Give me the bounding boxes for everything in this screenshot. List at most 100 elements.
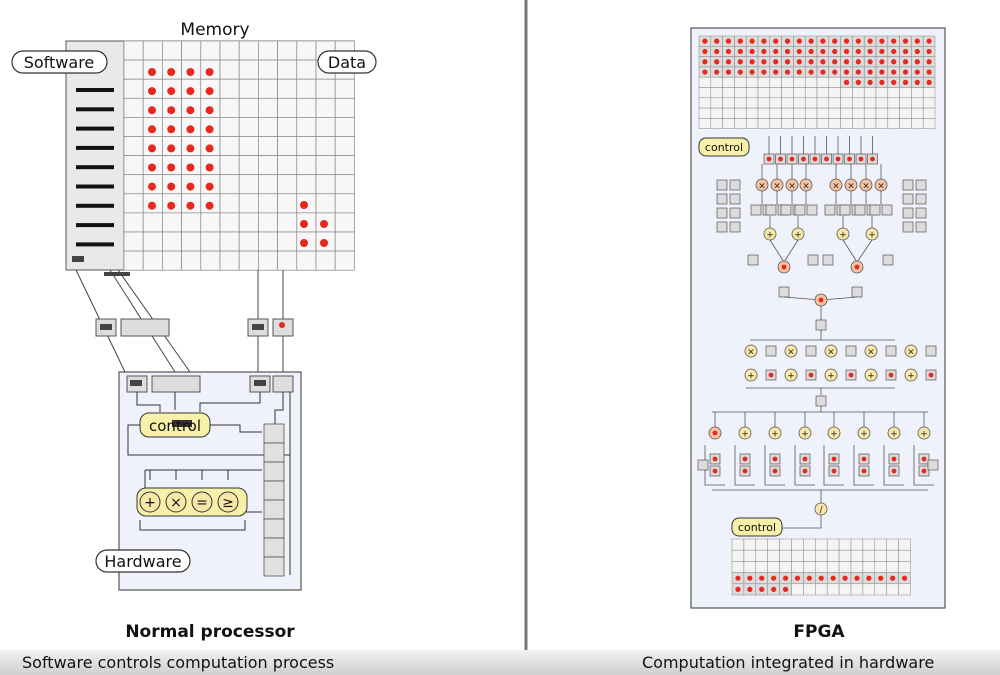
fpga-data-dot (855, 79, 861, 85)
fpga-output-cell (826, 583, 840, 596)
fpga-memory-cell (804, 97, 818, 109)
software-label: Software (24, 53, 95, 72)
memory-cell (277, 231, 298, 252)
data-dot (186, 68, 195, 76)
pipeline-operator-symbol: + (868, 231, 876, 241)
pipeline-operator-symbol: × (877, 182, 885, 192)
fpga-memory-cell (911, 87, 924, 99)
pipeline-wire (769, 239, 785, 263)
memory-cell (123, 212, 144, 233)
fpga-output-cell (838, 583, 852, 596)
pipeline-register (815, 319, 827, 331)
instruction-line (76, 242, 114, 247)
caption-bar (0, 650, 1000, 675)
fpga-memory-cell (793, 118, 806, 129)
fpga-output-cell (850, 538, 864, 551)
fpga-output-cell (886, 538, 899, 551)
pipeline-register (854, 204, 866, 216)
fpga-output-dot (747, 575, 753, 581)
alu-operator-circle (139, 491, 161, 513)
fpga-data-dot (702, 48, 708, 55)
fpga-output-cell (898, 561, 911, 573)
pipeline-dot (921, 456, 927, 462)
fpga-memory-cell (804, 118, 818, 129)
pipeline-register (915, 179, 927, 191)
fpga-memory-cell (734, 76, 747, 88)
pipeline-dot (808, 372, 814, 378)
fpga-memory-cell (828, 87, 841, 99)
instruction-line (76, 126, 114, 131)
pipeline-operator (864, 368, 878, 382)
pipeline-wire (883, 445, 904, 486)
hardware-tag: Hardware (95, 549, 191, 573)
memory-cell (296, 155, 317, 176)
fpga-data-dot (784, 48, 791, 55)
instruction-line (76, 184, 114, 189)
pipeline-operator-symbol: × (802, 182, 810, 192)
fpga-output-dot (890, 575, 896, 581)
memory-cell (296, 59, 317, 80)
pipeline-operator (904, 368, 918, 382)
pipeline-dot (835, 156, 841, 162)
pipeline-operator (824, 368, 838, 382)
fpga-control-top (698, 137, 750, 157)
fpga-output-cell (803, 549, 816, 562)
pipeline-register (915, 221, 927, 233)
pipeline-operator (824, 344, 838, 358)
memory-cell (219, 174, 240, 195)
register-cell (263, 480, 285, 501)
pipeline-dot (778, 156, 783, 162)
memory-cell (123, 59, 144, 80)
fpga-data-dot (773, 48, 779, 55)
pipeline-operator (887, 426, 901, 440)
pipeline-register (750, 204, 762, 216)
pipeline-wire (704, 445, 725, 486)
pipeline-wire (853, 445, 874, 486)
pipeline-operator-symbol: × (827, 348, 835, 358)
fpga-data-dot (737, 59, 743, 65)
memory-cell (334, 155, 355, 176)
pipeline-register (915, 193, 927, 205)
pipeline-register (729, 207, 741, 219)
pipeline-operator-symbol: × (867, 348, 875, 358)
memory-cell (277, 174, 298, 195)
pipeline-register (815, 395, 827, 407)
memory-cell (258, 231, 278, 252)
pipeline-dot (801, 156, 806, 162)
fpga-output-cell (898, 583, 911, 596)
data-label: Data (328, 53, 366, 72)
pipeline-operator-symbol: × (787, 348, 795, 358)
fpga-output-dot (735, 586, 741, 593)
memory-cell (315, 136, 336, 156)
fpga-data-dot (879, 79, 885, 85)
data-dot (167, 87, 176, 96)
pipeline-operator-symbol: × (788, 182, 796, 192)
memory-cell (219, 193, 240, 214)
pipeline-operator-symbol: + (801, 430, 809, 440)
fpga-memory-cell (745, 118, 759, 129)
data-dot (148, 68, 156, 76)
data-dot (167, 125, 176, 134)
fpga-data-dot (902, 79, 909, 85)
fpga-data-dot (761, 48, 767, 55)
pipeline-operator-symbol: + (741, 430, 749, 440)
pipeline-register (927, 459, 939, 471)
fpga-output-dot (866, 575, 872, 581)
memory-cell (334, 250, 355, 271)
fpga-memory-cell (922, 87, 936, 99)
memory-cell (123, 155, 144, 176)
fpga-output-cell (731, 538, 745, 551)
pipeline-operator-symbol: + (766, 231, 774, 241)
fpga-data-dot (879, 38, 885, 44)
fpga-data-dot (725, 38, 732, 44)
fpga-memory-cell (887, 107, 900, 119)
memory-cell (181, 212, 202, 233)
data-dot (186, 125, 195, 134)
memory-grid (123, 40, 355, 271)
register-cell (263, 442, 285, 463)
data-dot (186, 87, 195, 96)
data-dot (148, 144, 156, 153)
alu-operator-symbol: + (144, 495, 156, 511)
fpga-data-dot (796, 59, 802, 65)
